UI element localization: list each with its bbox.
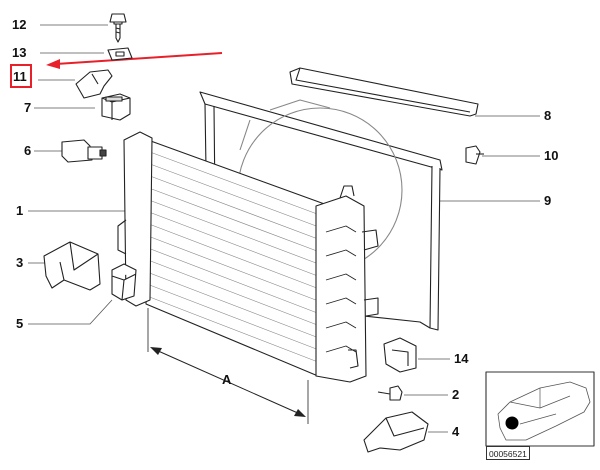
callout-5: 5 [16, 316, 24, 331]
temperature-switch-part-6 [61, 139, 107, 163]
bracket-part-14 [383, 337, 417, 373]
callout-4: 4 [452, 424, 460, 439]
reference-code: 00056521 [486, 446, 530, 460]
dimension-label: A [222, 372, 232, 387]
callout-11: 11 [13, 69, 27, 84]
callout-9: 9 [544, 193, 552, 208]
callout-14: 14 [454, 351, 469, 366]
seal-strip-part-8 [289, 67, 479, 117]
lower-bracket-part-3 [43, 241, 101, 291]
callout-10: 10 [544, 148, 559, 163]
bolt-part-12 [109, 13, 127, 43]
dimension-a [147, 308, 309, 424]
push-clip-part-10 [465, 145, 484, 165]
leader-lines [28, 24, 540, 433]
lower-bracket-part-4 [363, 411, 429, 453]
location-inset [485, 371, 595, 447]
callout-8: 8 [544, 108, 552, 123]
callout-7: 7 [24, 100, 32, 115]
callout-2: 2 [452, 387, 460, 402]
callout-13: 13 [12, 45, 27, 60]
callout-1: 1 [16, 203, 24, 218]
highlight-arrow [46, 52, 223, 69]
highlight-box [10, 64, 32, 88]
rubber-mount-part-7 [101, 93, 131, 121]
callout-12: 12 [12, 17, 27, 32]
radiator-part-1 [117, 131, 379, 383]
location-marker [505, 416, 519, 430]
rubber-buffer-part-5 [111, 263, 137, 301]
bolt-part-2 [377, 385, 403, 401]
clip-nut-part-13 [107, 47, 133, 61]
callout-6: 6 [24, 143, 32, 158]
bracket-part-11 [75, 69, 113, 99]
callout-3: 3 [16, 255, 24, 270]
